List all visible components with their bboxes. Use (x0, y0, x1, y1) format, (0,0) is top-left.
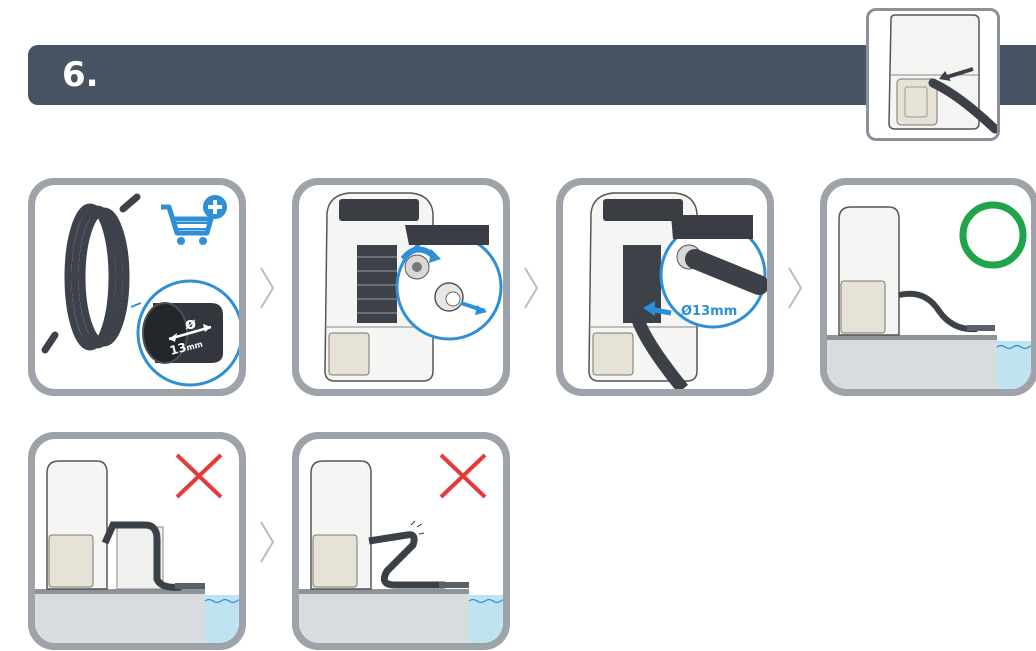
dehumidifier-back-illustration (869, 11, 997, 138)
drain-cap-icon (435, 283, 463, 311)
chevron-right-icon (785, 266, 805, 310)
chevron-right-icon (521, 266, 541, 310)
hose-connection-thumbnail (866, 8, 1000, 141)
hose-coil-icon (45, 197, 137, 350)
diameter-symbol: ø (185, 314, 196, 333)
hose-end-detail: ø 13mm (131, 281, 239, 385)
correct-circle-icon (963, 205, 1023, 265)
panel-attach-hose: Ø13mm (556, 178, 774, 396)
chevron-right-icon (257, 520, 277, 564)
panel-wrong-hose-kinked (292, 432, 510, 650)
wrong-cross-icon (177, 455, 221, 497)
shopping-cart-add-icon (161, 195, 227, 245)
hose-spec-label: Ø13mm (681, 304, 737, 319)
panel-hose-purchase: ø 13mm (28, 178, 246, 396)
step-number: 6. (62, 53, 99, 97)
panel-remove-drain-cap (292, 178, 510, 396)
wrong-cross-icon (441, 455, 485, 497)
chevron-right-icon (257, 266, 277, 310)
panel-wrong-hose-raised (28, 432, 246, 650)
panel-correct-routing (820, 178, 1036, 396)
